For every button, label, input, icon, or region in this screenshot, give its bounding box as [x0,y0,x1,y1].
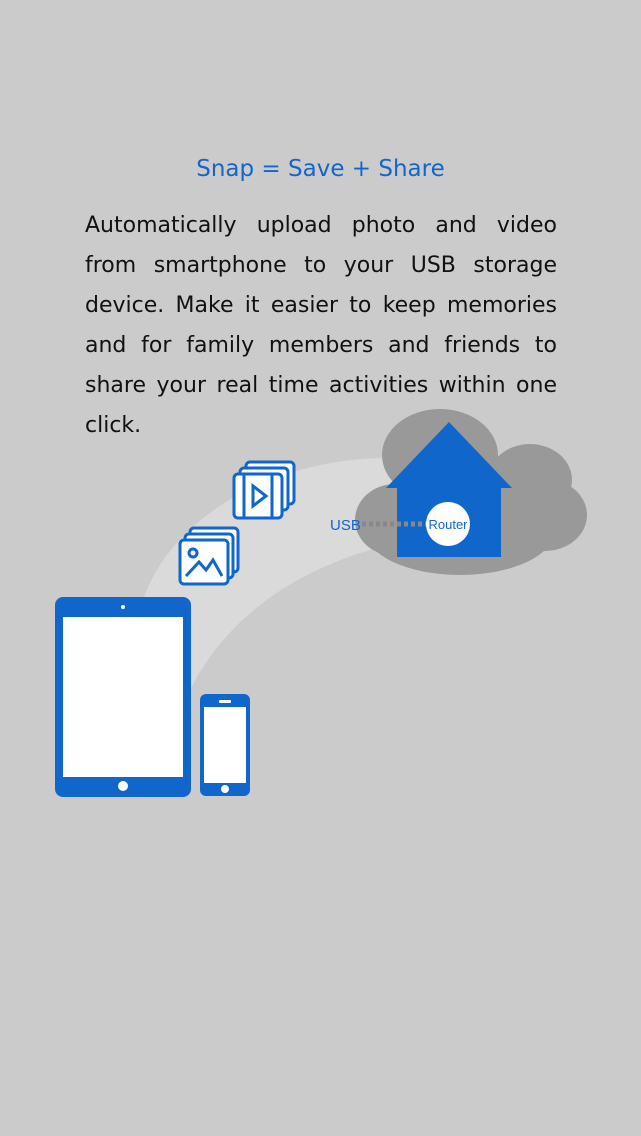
usb-label: USB [330,517,361,534]
page-title: Snap = Save + Share [196,156,445,182]
phone-icon [200,694,250,796]
upload-swoosh [143,457,410,690]
router-label: Router [428,517,468,532]
feature-description: Automatically upload photo and video fro… [85,213,557,438]
photo-stack-icon [178,526,240,586]
video-stack-icon [232,460,296,520]
router-icon: Router [426,502,470,546]
tablet-icon [55,597,191,797]
